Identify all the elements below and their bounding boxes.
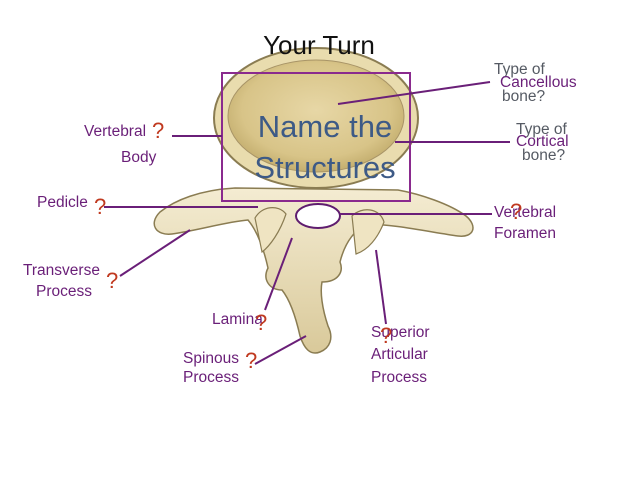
label-spinous-process-line1: Spinous bbox=[183, 350, 240, 367]
label-lamina: Lamina bbox=[212, 311, 263, 328]
label-superior-articular-process-line1: Superior bbox=[371, 324, 430, 341]
vertebral-foramen-shape bbox=[295, 203, 341, 229]
label-cortical: Cortical bbox=[516, 133, 569, 150]
question-mark-vertebral-foramen: ? bbox=[510, 199, 523, 224]
label-superior-articular-process-line2: Articular bbox=[371, 346, 428, 363]
label-transverse-process-line2: Process bbox=[36, 283, 92, 300]
label-vertebral-body-line1: Vertebral bbox=[84, 123, 147, 140]
leader-line-lamina bbox=[264, 237, 293, 311]
label-type-of-bone-question-1-line1: Type of bbox=[494, 61, 545, 78]
label-transverse-process-line1: Transverse bbox=[23, 262, 100, 279]
question-mark-superior-articular-process: ? bbox=[380, 323, 393, 348]
question-mark-vertebral-body: ? bbox=[152, 118, 165, 143]
label-cancellous: Cancellous bbox=[500, 74, 577, 91]
page-title: Your Turn bbox=[263, 30, 375, 60]
question-mark-transverse-process: ? bbox=[106, 268, 119, 293]
label-type-of-bone-question-2-line2: bone? bbox=[522, 147, 566, 164]
cancellous-bone-shape bbox=[227, 59, 405, 173]
left-articular-process bbox=[254, 207, 287, 254]
label-type-of-bone-question-2-line1: Type of bbox=[516, 121, 567, 138]
leader-line-superior-articular-process bbox=[375, 249, 387, 325]
question-mark-lamina: ? bbox=[255, 310, 268, 335]
question-mark-spinous-process: ? bbox=[245, 348, 258, 373]
label-type-of-bone-question-1-line2: bone? bbox=[502, 88, 546, 105]
question-mark-pedicle: ? bbox=[94, 194, 107, 219]
label-superior-articular-process-line3: Process bbox=[371, 369, 427, 386]
heading-line-1: Name the bbox=[257, 109, 393, 144]
leader-lines bbox=[104, 81, 510, 365]
leader-line-cancellous bbox=[337, 81, 491, 105]
leader-line-transverse-process bbox=[119, 229, 191, 277]
label-vertebral-body-line2: Body bbox=[121, 149, 157, 166]
right-articular-process bbox=[351, 209, 385, 255]
heading-line-2: Structures bbox=[254, 150, 396, 185]
label-vertebral-foramen-line2: Foramen bbox=[494, 225, 557, 242]
label-pedicle: Pedicle bbox=[37, 194, 88, 211]
label-vertebral-foramen-line1: Vertebral bbox=[494, 204, 557, 221]
leader-line-spinous-process bbox=[254, 335, 307, 365]
name-the-structures-heading: Name the Structures bbox=[230, 106, 420, 188]
label-spinous-process-line2: Process bbox=[183, 369, 239, 386]
